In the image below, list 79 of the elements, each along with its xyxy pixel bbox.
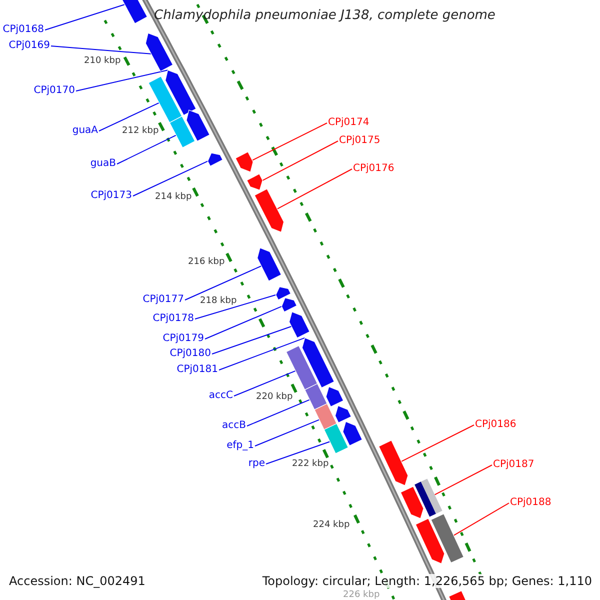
gene-feature <box>186 110 210 142</box>
leader-line <box>50 46 152 54</box>
gene-label: guaA <box>72 125 98 137</box>
gene-label: CPj0176 <box>353 163 394 175</box>
gene-block <box>324 423 349 454</box>
gene-label: CPj0173 <box>90 190 132 202</box>
leader-line <box>44 4 126 30</box>
accession-text: Accession: NC_002491 <box>9 574 146 588</box>
gene-block <box>430 513 464 564</box>
gene-label: accB <box>222 420 246 432</box>
leader-line <box>204 306 282 340</box>
leader-line <box>234 370 296 396</box>
leader-line <box>266 441 330 464</box>
gene-label: CPj0174 <box>328 117 370 129</box>
gene-feature <box>326 386 344 408</box>
gene-label: CPj0180 <box>170 348 211 360</box>
gene-feature <box>275 286 292 300</box>
gene-feature <box>334 405 352 424</box>
leader-line <box>194 294 276 320</box>
gene-feature <box>207 152 224 167</box>
leader-line <box>116 134 177 164</box>
gene-label: CPj0188 <box>510 497 552 509</box>
gene-block <box>304 383 328 410</box>
leader-line <box>453 502 510 536</box>
gene-label: CPj0175 <box>339 135 380 147</box>
gene-label: CPj0181 <box>176 364 218 376</box>
gene-label: CPj0178 <box>152 313 194 325</box>
gene-feature <box>235 151 254 172</box>
gene-feature <box>288 311 310 338</box>
gene-block <box>286 345 318 390</box>
gene-feature <box>256 248 282 282</box>
leader-line <box>276 168 352 210</box>
leader-line <box>262 140 338 181</box>
leader-line <box>76 70 168 92</box>
leader-line <box>400 424 474 462</box>
genome-summary-text: Topology: circular; Length: 1,226,565 bp; Genes: 1,110 <box>262 574 592 588</box>
tick-label: 222 kbp <box>292 459 329 470</box>
gene-label: CPj0168 <box>2 24 44 36</box>
tick-label: 218 kbp <box>200 296 237 307</box>
gene-feature <box>246 174 263 190</box>
leader-line <box>184 266 262 300</box>
leader-line <box>254 419 320 446</box>
gene-block <box>169 116 196 148</box>
gene-label: CPj0179 <box>162 333 204 345</box>
gene-label: accC <box>208 390 233 402</box>
gene-feature <box>254 188 284 232</box>
leader-line <box>252 122 328 161</box>
gene-feature <box>378 440 408 486</box>
tick-label: 226 kbp <box>343 590 380 600</box>
gene-feature <box>415 518 445 564</box>
gene-label: CPj0177 <box>142 294 184 306</box>
leader-line <box>98 102 160 132</box>
tick-label: 210 kbp <box>84 56 121 67</box>
tick-label: 220 kbp <box>256 392 293 403</box>
gene-label: rpe <box>248 458 265 470</box>
tick-label: 214 kbp <box>155 192 192 203</box>
gene-label: CPj0170 <box>34 85 75 97</box>
gene-label: CPj0186 <box>475 419 516 431</box>
leader-line <box>132 160 208 196</box>
gene-block <box>314 403 338 430</box>
gene-label: efp_1 <box>226 440 254 452</box>
leader-line <box>212 326 292 354</box>
gene-feature <box>145 32 174 72</box>
leader-line <box>434 464 492 496</box>
gene-feature <box>281 297 298 312</box>
gene-feature <box>164 70 196 116</box>
tick-label: 216 kbp <box>188 257 225 268</box>
leader-line <box>218 337 306 370</box>
gene-label: guaB <box>90 158 116 170</box>
tick-label: 212 kbp <box>122 126 159 137</box>
gene-feature <box>302 337 335 388</box>
gene-block <box>148 76 182 124</box>
gene-feature <box>342 421 363 446</box>
gene-block <box>414 478 442 517</box>
gene-label: CPj0169 <box>8 40 50 52</box>
tick-label: 224 kbp <box>313 520 350 531</box>
gene-label: CPj0187 <box>493 459 534 471</box>
gene-feature <box>400 486 424 519</box>
leader-line <box>246 399 310 426</box>
